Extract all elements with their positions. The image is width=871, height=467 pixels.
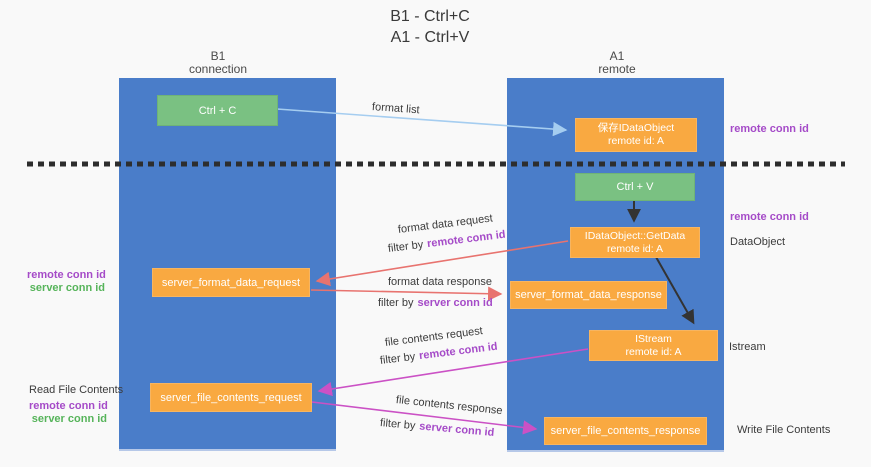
node-idataobject-getdata: IDataObject::GetData remote id: A <box>570 227 700 258</box>
diagram-title: B1 - Ctrl+C A1 - Ctrl+V <box>280 6 580 48</box>
read-file-contents-annotation: Read File Contents <box>29 384 124 396</box>
server-conn-id-text: server conn id <box>417 297 493 309</box>
format-data-response-arrow <box>310 286 503 301</box>
format-list-label: format list <box>371 101 420 117</box>
filter-by-text: filter by <box>379 350 416 367</box>
server-conn-id-text: server conn id <box>418 420 495 439</box>
lane-a1-title: A1 <box>609 49 625 63</box>
remote-conn-id-text: remote conn id <box>27 269 106 281</box>
node-saved-idataobject-line2: remote id: A <box>607 135 665 147</box>
node-idataobject-getdata-line2: remote id: A <box>606 242 664 255</box>
node-istream-line2: remote id: A <box>625 345 682 358</box>
node-idataobject-getdata-line1: IDataObject::GetData <box>584 229 686 242</box>
write-file-contents-annotation: Write File Contents <box>737 424 831 436</box>
node-istream: IStream remote id: A <box>589 330 718 361</box>
server-conn-id-text: server conn id <box>31 413 107 425</box>
lane-header-b1-connection: B1 connection <box>148 50 288 76</box>
server-conn-id-text: server conn id <box>29 282 105 294</box>
title-line-2: A1 - Ctrl+V <box>390 29 470 46</box>
remote-conn-id-text: remote conn id <box>426 228 507 251</box>
node-server-file-contents-response: server_file_contents_response <box>544 417 707 445</box>
remote-conn-id-annotation-mid: remote conn id <box>730 211 809 223</box>
filter-by-text: filter by <box>379 417 416 433</box>
dataobject-annotation: DataObject <box>730 236 786 248</box>
file-contents-response-label: file contents response <box>395 394 504 418</box>
conn-id-annotation-mid-left: remote conn id server conn id <box>27 269 106 295</box>
node-ctrl-v: Ctrl + V <box>575 173 695 201</box>
conn-id-annotation-bottom-left: remote conn id server conn id <box>29 400 108 426</box>
node-istream-line1: IStream <box>635 332 672 345</box>
lane-header-a1-remote: A1 remote <box>547 50 687 76</box>
remote-conn-id-text: remote conn id <box>29 400 108 412</box>
lane-b1-subtitle: connection <box>188 62 248 76</box>
lane-b1-title: B1 <box>210 49 226 63</box>
node-saved-idataobject-line1: 保存IDataObject <box>597 122 675 134</box>
node-server-format-data-response: server_format_data_response <box>510 281 667 309</box>
lane-a1-subtitle: remote <box>598 62 636 76</box>
title-line-1: B1 - Ctrl+C <box>390 8 470 25</box>
node-server-file-contents-request: server_file_contents_request <box>150 383 312 412</box>
istream-annotation: Istream <box>729 341 766 353</box>
remote-conn-id-text: remote conn id <box>418 340 499 363</box>
filter-by-text: filter by <box>378 297 414 309</box>
node-ctrl-c: Ctrl + C <box>157 95 278 126</box>
node-saved-idataobject: 保存IDataObject remote id: A <box>575 118 697 152</box>
remote-conn-id-annotation-top: remote conn id <box>730 123 809 135</box>
filter-by-text: filter by <box>387 238 424 255</box>
node-server-format-data-request: server_format_data_request <box>152 268 310 297</box>
format-data-response-label: format data response <box>388 276 492 288</box>
